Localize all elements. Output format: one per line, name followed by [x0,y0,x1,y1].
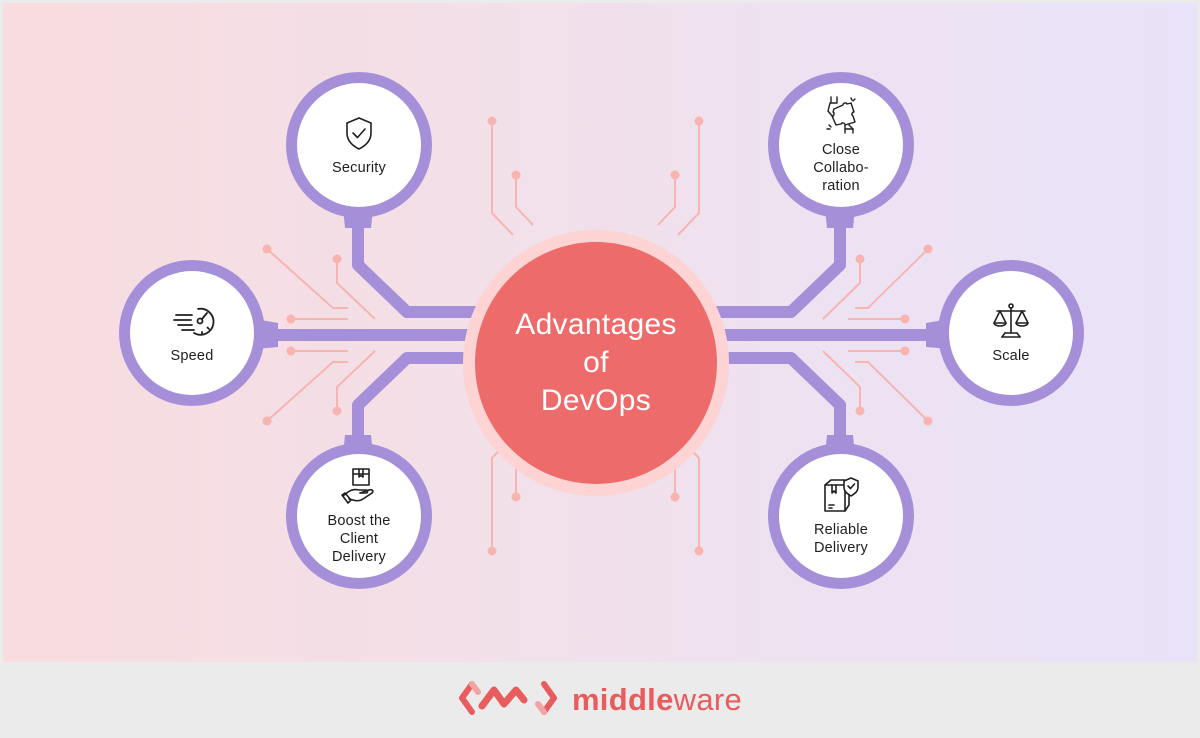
node-label: Close Collabo- ration [813,142,869,194]
hand-box-icon [339,466,379,506]
middleware-logo-icon [458,678,558,723]
brand-name: middleware [572,682,742,718]
node-reliable-delivery[interactable]: Reliable Delivery [779,454,903,578]
puzzle-hands-icon [821,95,861,135]
circuit-dots [262,116,933,556]
brand-name-bold: middle [571,682,674,717]
brand-name-light: ware [673,682,743,717]
shield-check-icon [339,113,379,153]
footer: middleware [0,662,1200,738]
node-security[interactable]: Security [297,83,421,207]
node-scale[interactable]: Scale [949,271,1073,395]
node-boost-client-delivery[interactable]: Boost the Client Delivery [297,454,421,578]
speedometer-icon [172,301,215,341]
node-label: Reliable Delivery [814,522,868,556]
node-speed[interactable]: Speed [130,271,254,395]
balance-scale-icon [991,301,1031,341]
node-close-collaboration[interactable]: Close Collabo- ration [779,83,903,207]
box-shield-icon [821,475,861,515]
diagram-canvas: Advantages of DevOps Security Speed [3,3,1197,662]
brand-logo[interactable]: middleware [458,678,742,723]
diagram-title: Advantages of DevOps [515,308,677,417]
node-label: Scale [992,348,1030,364]
node-label: Speed [170,348,214,364]
node-label: Boost the Client Delivery [327,513,391,565]
center-topic: Advantages of DevOps [475,242,717,484]
node-label: Security [332,160,386,176]
